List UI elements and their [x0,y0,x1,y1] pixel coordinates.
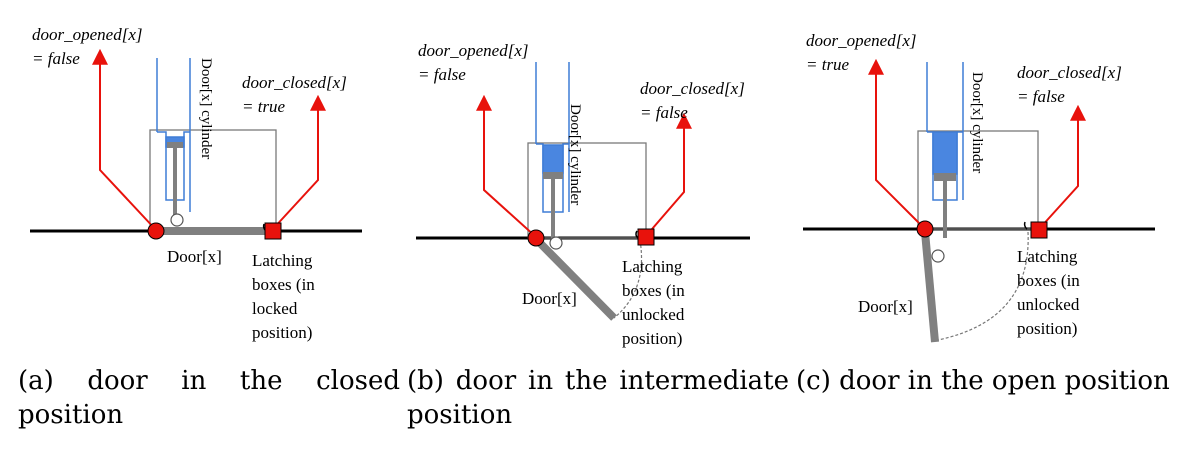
door-closed-label: door_closed[x] [640,79,745,98]
latching-label: Latching boxes (in locked position) [252,251,319,342]
opened-signal-line [476,94,537,238]
door-closed-label: door_closed[x] [242,73,347,92]
frame-box [917,130,1039,230]
piston-head [167,142,183,148]
panel-a: door_opened[x] = false door_closed[x] = … [30,25,362,342]
door-swing-arc [613,239,643,319]
door-closed-label: door_closed[x] [1017,63,1122,82]
door-closed-value: = false [640,103,688,122]
latch-box [264,222,282,240]
latching-label: Latching boxes (in unlocked position) [622,257,689,348]
caption-c: (c) door in the open position [796,366,1170,396]
latch-box [1030,221,1048,239]
cylinder-label: Door[x] cylinder [567,104,583,205]
hinge-circle [147,222,165,240]
door-opened-value: = true [806,55,850,74]
door-opened-label: door_opened[x] [32,25,142,44]
closed-signal-line [645,112,692,237]
rod-pivot [170,213,184,227]
door-label: Door[x] [858,297,913,316]
hinge-circle [527,229,545,247]
opened-signal-line [92,48,157,231]
closed-signal-line [1039,104,1086,229]
door-leaf [921,231,939,343]
rod-pivot [931,249,945,263]
door-cylinder [926,62,964,201]
closed-signal-line [271,94,326,231]
piston-head [543,172,563,179]
caption-a: (a) door in the closed position [18,366,400,430]
cylinder-label: Door[x] cylinder [198,58,214,159]
door-closed-value: = true [242,97,286,116]
latch-hook [1023,221,1028,230]
door-opened-value: = false [32,49,80,68]
latching-label: Latching boxes (in unlocked position) [1017,247,1084,338]
panel-c: door_opened[x] = true door_closed[x] = f… [803,31,1155,343]
door-opened-label: door_opened[x] [806,31,916,50]
panel-b: door_opened[x] = false door_closed[x] = … [416,41,750,348]
hinge-circle [916,220,934,238]
opened-signal-line [868,58,925,229]
latch-box [637,228,655,246]
caption-b: (b) door in the intermediate position [407,366,789,430]
door-closed-value: = false [1017,87,1065,106]
piston-head [934,173,956,181]
door-leaf [534,237,617,321]
door-label: Door[x] [167,247,222,266]
door-swing-arc [937,231,1029,341]
door-opened-label: door_opened[x] [418,41,528,60]
rod-pivot [549,236,563,250]
frame-box [527,142,647,239]
door-label: Door[x] [522,289,577,308]
door-opened-value: = false [418,65,466,84]
cylinder-label: Door[x] cylinder [969,72,985,173]
